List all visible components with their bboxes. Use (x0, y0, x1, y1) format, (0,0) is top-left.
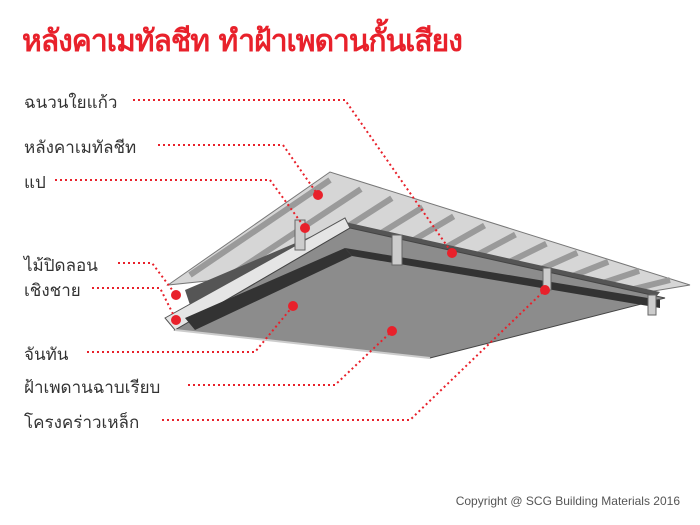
frame (164, 217, 666, 359)
marker-dots (171, 190, 550, 336)
label-steel-frame: โครงคร่าวเหล็ก (24, 413, 140, 433)
label-fascia: เชิงชาย (24, 281, 81, 301)
leader-fascia (92, 287, 177, 321)
label-ceiling: ฝ้าเพดานฉาบเรียบ (24, 378, 161, 398)
leader-ridge-cover (118, 262, 177, 296)
label-purlin: แป (24, 173, 46, 193)
label-metal-sheet: หลังคาเมทัลชีท (24, 138, 137, 158)
leader-metal-sheet (158, 144, 319, 196)
page-title: หลังคาเมทัลชีท ทำฝ้าเพดานกั้นเสียง (22, 24, 463, 59)
label-rafter: จันทัน (24, 345, 69, 365)
copyright: Copyright @ SCG Building Materials 2016 (455, 494, 680, 508)
leader-lines (55, 99, 546, 421)
label-ridge-cover: ไม้ปิดลอน (24, 256, 98, 276)
label-insulation: ฉนวนใยแก้ว (24, 93, 118, 113)
leader-insulation (133, 99, 453, 254)
leader-rafter (87, 305, 294, 353)
leader-ceiling (188, 330, 393, 386)
roof-rib (188, 177, 332, 278)
leader-purlin (55, 179, 306, 229)
